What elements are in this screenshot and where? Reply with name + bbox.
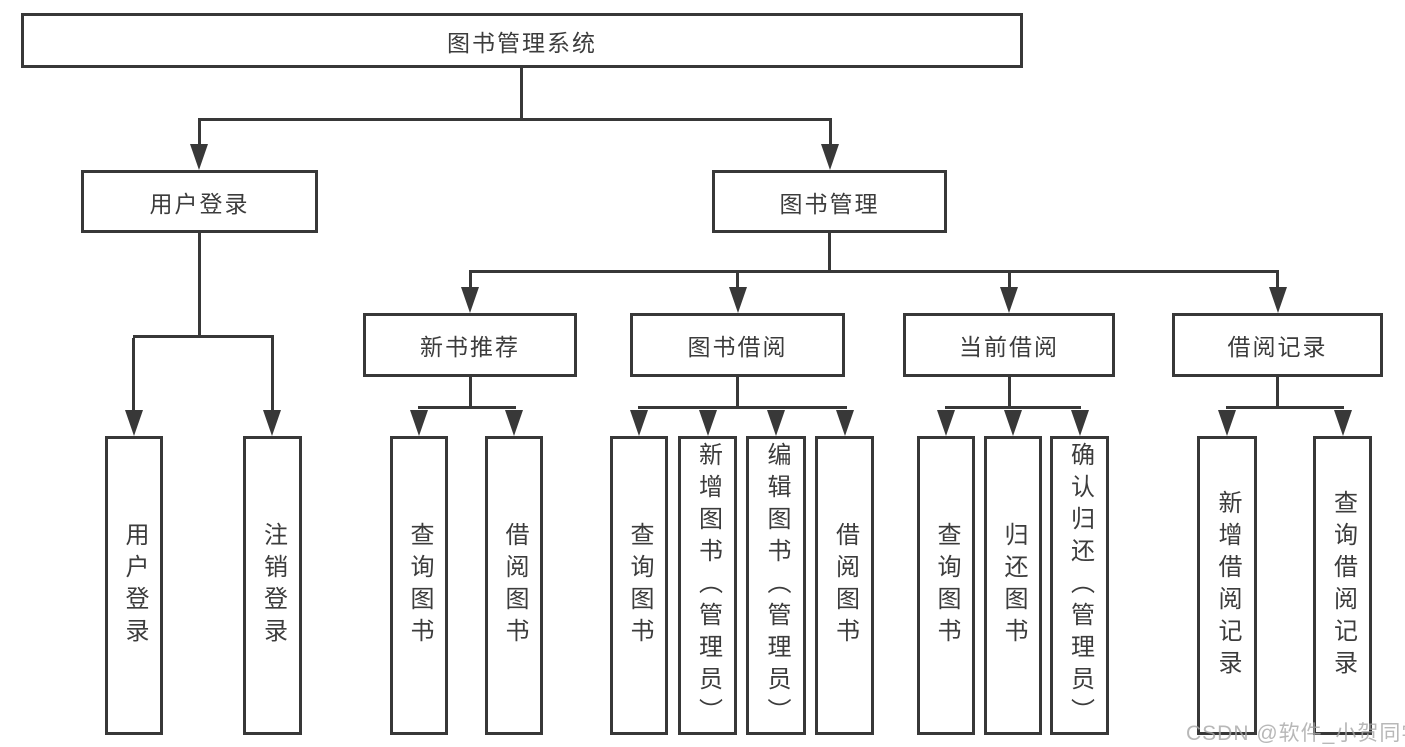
- node-label: 编辑图书（管理员）: [763, 441, 790, 730]
- edge-mgmt-shaft-3: [1008, 273, 1011, 287]
- edge-root-right-shaft: [829, 121, 832, 144]
- node-label: 图书借阅: [687, 334, 788, 360]
- leaf-confirm-return-admin: 确认归还（管理员）: [1050, 436, 1109, 735]
- arrow-borrow-book-2: [836, 410, 854, 436]
- arrow-user-login: [190, 144, 208, 170]
- edge-root-bar: [198, 118, 832, 121]
- arrow-borrow-records: [1269, 287, 1287, 313]
- node-label: 查询图书: [406, 521, 433, 650]
- arrow-return-book: [1004, 410, 1022, 436]
- edge-root-stem: [520, 68, 523, 120]
- arrow-book-borrow: [729, 287, 747, 313]
- edge-records-stem: [1276, 377, 1279, 409]
- leaf-edit-book-admin: 编辑图书（管理员）: [746, 436, 806, 735]
- leaf-query-book-current: 查询图书: [917, 436, 975, 735]
- arrow-borrow-book-1: [505, 410, 523, 436]
- node-user-login: 用户登录: [81, 170, 318, 233]
- arrow-current-borrow: [1000, 287, 1018, 313]
- edge-mgmt-shaft-4: [1276, 273, 1279, 287]
- edge-borrow-stem: [736, 377, 739, 409]
- arrow-user-login-leaf: [125, 410, 143, 436]
- node-new-book-recommend: 新书推荐: [363, 313, 577, 377]
- node-label: 用户登录: [121, 521, 148, 650]
- node-label: 借阅图书: [501, 521, 528, 650]
- leaf-query-book-borrow: 查询图书: [610, 436, 668, 735]
- node-label: 新书推荐: [420, 334, 520, 360]
- csdn-watermark: CSDN @软件_小贺同学: [1186, 722, 1405, 745]
- edge-login-shaft-2: [271, 338, 274, 410]
- edge-mgmt-bar: [469, 270, 1279, 273]
- arrow-logout-leaf: [263, 410, 281, 436]
- node-library-system: 图书管理系统: [21, 13, 1023, 68]
- leaf-query-borrow-record: 查询借阅记录: [1313, 436, 1372, 735]
- edge-root-left-shaft: [198, 121, 201, 144]
- node-label: 查询图书: [933, 521, 960, 650]
- arrow-query-book-1: [410, 410, 428, 436]
- leaf-user-login: 用户登录: [105, 436, 163, 735]
- node-label: 确认归还（管理员）: [1066, 441, 1094, 730]
- node-label: 当前借阅: [959, 334, 1059, 360]
- leaf-return-book: 归还图书: [984, 436, 1042, 735]
- edge-login-bar: [133, 335, 274, 338]
- leaf-add-book-admin: 新增图书（管理员）: [678, 436, 737, 735]
- edge-borrow-bar: [638, 406, 847, 409]
- node-label: 归还图书: [1000, 521, 1027, 650]
- node-label: 查询借阅记录: [1329, 489, 1357, 682]
- node-label: 借阅图书: [831, 521, 859, 650]
- arrow-query-record: [1334, 410, 1352, 436]
- arrow-confirm-return: [1071, 410, 1089, 436]
- node-label: 图书管理: [779, 190, 880, 217]
- edge-login-shaft-1: [132, 338, 135, 410]
- node-label: 查询图书: [626, 521, 653, 650]
- node-label: 新增借阅记录: [1214, 489, 1241, 682]
- leaf-borrow-book-recommend: 借阅图书: [485, 436, 543, 735]
- edge-mgmt-shaft-1: [469, 273, 472, 287]
- node-current-borrow: 当前借阅: [903, 313, 1115, 377]
- arrow-query-book-2: [630, 410, 648, 436]
- leaf-add-borrow-record: 新增借阅记录: [1197, 436, 1257, 735]
- node-label: 借阅记录: [1227, 334, 1328, 360]
- node-book-management: 图书管理: [712, 170, 947, 233]
- node-label: 新增图书（管理员）: [694, 441, 722, 730]
- arrow-add-record: [1218, 410, 1236, 436]
- leaf-logout: 注销登录: [243, 436, 302, 735]
- node-book-borrow: 图书借阅: [630, 313, 845, 377]
- node-label: 注销登录: [259, 521, 287, 650]
- node-borrow-records: 借阅记录: [1172, 313, 1383, 377]
- arrow-add-book: [699, 410, 717, 436]
- edge-current-bar: [945, 406, 1081, 409]
- edge-recommend-bar: [418, 406, 516, 409]
- edge-recommend-stem: [469, 377, 472, 409]
- edge-records-bar: [1226, 406, 1344, 409]
- edge-mgmt-stem: [828, 233, 831, 273]
- arrow-edit-book: [767, 410, 785, 436]
- arrow-new-book-recommend: [461, 287, 479, 313]
- edge-current-stem: [1008, 377, 1011, 409]
- arrow-book-management: [821, 144, 839, 170]
- edge-mgmt-shaft-2: [736, 273, 739, 287]
- node-label: 图书管理系统: [447, 29, 597, 56]
- arrow-query-book-3: [937, 410, 955, 436]
- leaf-query-book-recommend: 查询图书: [390, 436, 448, 735]
- leaf-borrow-book: 借阅图书: [815, 436, 874, 735]
- edge-login-stem: [198, 233, 201, 338]
- node-label: 用户登录: [149, 190, 250, 217]
